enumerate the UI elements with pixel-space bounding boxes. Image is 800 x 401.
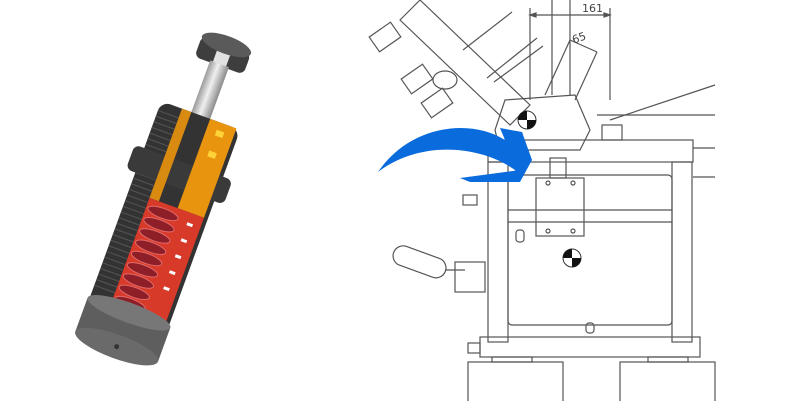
center-of-gravity-marker (562, 248, 582, 268)
machine-technical-drawing: 161 65 (340, 0, 800, 401)
blue-arrow-icon (378, 128, 532, 182)
dimension-65 (544, 39, 598, 101)
actuator-block (535, 157, 585, 237)
dimension-label-161: 161 (582, 2, 603, 15)
dimension-161 (528, 0, 612, 100)
tilted-arm (368, 0, 544, 126)
shock-absorber-svg (75, 32, 252, 366)
support-blocks (467, 356, 716, 401)
center-of-gravity-marker (517, 110, 537, 130)
toggle-clamp (392, 245, 486, 293)
shock-absorber-illustration (0, 0, 340, 401)
machine-frame (479, 84, 716, 358)
drawing-svg: 161 65 (368, 0, 716, 401)
dimension-label-65: 65 (570, 30, 588, 47)
bearing-orange (177, 118, 237, 218)
end-cap (75, 295, 171, 366)
